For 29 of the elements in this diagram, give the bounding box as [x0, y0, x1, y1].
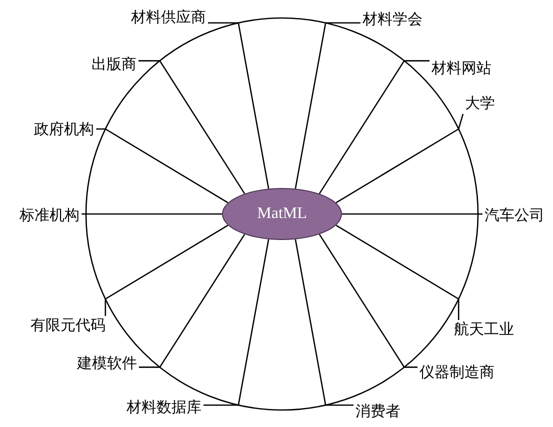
spoke-line: [342, 213, 482, 215]
stakeholder-label: 材料网站: [430, 58, 494, 79]
center-ellipse: MatML: [222, 188, 342, 240]
spoke-line: [138, 60, 246, 194]
stakeholder-label: 出版商: [89, 54, 138, 75]
stakeholder-label: 消费者: [354, 402, 402, 422]
stakeholder-label: 材料学会: [360, 10, 424, 30]
spoke-line: [336, 224, 460, 320]
stakeholder-label: 标准机构: [18, 206, 82, 226]
spoke-line: [96, 128, 228, 204]
spoke-line: [318, 60, 430, 194]
spoke-line: [138, 234, 246, 368]
stakeholder-label: 材料数据库: [124, 398, 204, 418]
stakeholder-label: 建模软件: [74, 354, 139, 374]
stakeholder-label: 仪器制造商: [418, 363, 496, 383]
spoke-line: [82, 213, 222, 215]
spoke-line: [336, 114, 464, 204]
stakeholder-label: 航天工业: [452, 320, 516, 340]
spoke-line: [294, 239, 354, 406]
spoke-line: [318, 234, 418, 368]
spoke-line: [104, 224, 228, 316]
spoke-line: [208, 22, 270, 189]
spoke-line: [294, 22, 360, 189]
spoke-line: [204, 239, 270, 406]
stakeholder-label: 材料供应商: [129, 8, 208, 28]
stakeholder-label: 大学: [463, 94, 497, 114]
stakeholder-label: 政府机构: [32, 120, 96, 140]
stakeholder-label: 有限元代码: [28, 316, 108, 336]
stakeholder-label: 汽车公司: [482, 206, 546, 226]
